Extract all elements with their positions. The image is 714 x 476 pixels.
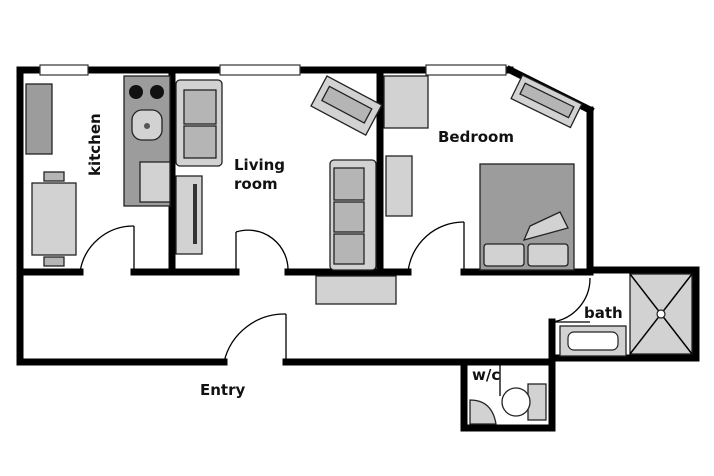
bed-pillow xyxy=(483,243,525,267)
label-bedroom: Bedroom xyxy=(438,128,514,146)
wc-fixtures xyxy=(469,383,547,425)
sofa-cushion xyxy=(333,201,365,233)
label-entry: Entry xyxy=(200,381,245,399)
bedroom-furniture xyxy=(383,74,583,271)
label-kitchen: kitchen xyxy=(86,113,104,176)
kitchen-counter-left xyxy=(25,83,53,155)
bed-pillow xyxy=(527,243,569,267)
doors xyxy=(79,221,591,396)
toilet-tank xyxy=(527,383,547,421)
bedroom-desk xyxy=(510,74,583,129)
label-living-line1: Living xyxy=(234,156,285,174)
side-cabinet xyxy=(175,175,203,255)
window-kitchen xyxy=(39,64,89,76)
kitchen-appliance xyxy=(139,161,171,203)
dining-chair xyxy=(43,256,65,267)
armchair-cushion xyxy=(183,89,217,125)
dresser xyxy=(385,155,413,217)
label-bath: bath xyxy=(584,304,623,322)
window-living xyxy=(219,64,301,76)
corner-basin xyxy=(469,399,497,425)
bed-cover-fold xyxy=(522,211,569,241)
tv-unit xyxy=(310,75,383,137)
bath-basin xyxy=(567,331,619,351)
toilet-bowl xyxy=(501,387,531,417)
label-living-line2: room xyxy=(234,175,278,193)
hall-console xyxy=(315,275,397,305)
window-bedroom xyxy=(425,64,507,76)
sofa-cushion xyxy=(333,233,365,265)
shower-drain-icon xyxy=(656,309,666,319)
label-wc: w/c xyxy=(472,366,500,384)
dining-table xyxy=(31,182,77,256)
stove-burner-icon xyxy=(150,85,164,99)
kitchen-furniture xyxy=(25,75,171,267)
armchair-cushion xyxy=(183,125,217,159)
wardrobe xyxy=(383,75,429,129)
cabinet-panel xyxy=(193,184,197,244)
stove-burner-icon xyxy=(129,85,143,99)
bath-fixtures xyxy=(559,273,693,357)
windows xyxy=(39,64,507,76)
dining-chair xyxy=(43,171,65,182)
sofa-cushion xyxy=(333,167,365,201)
living-furniture xyxy=(175,75,397,305)
sink-drain-icon xyxy=(144,123,150,129)
room-labels: kitchen Living room Bedroom bath w/c Ent… xyxy=(86,113,623,399)
